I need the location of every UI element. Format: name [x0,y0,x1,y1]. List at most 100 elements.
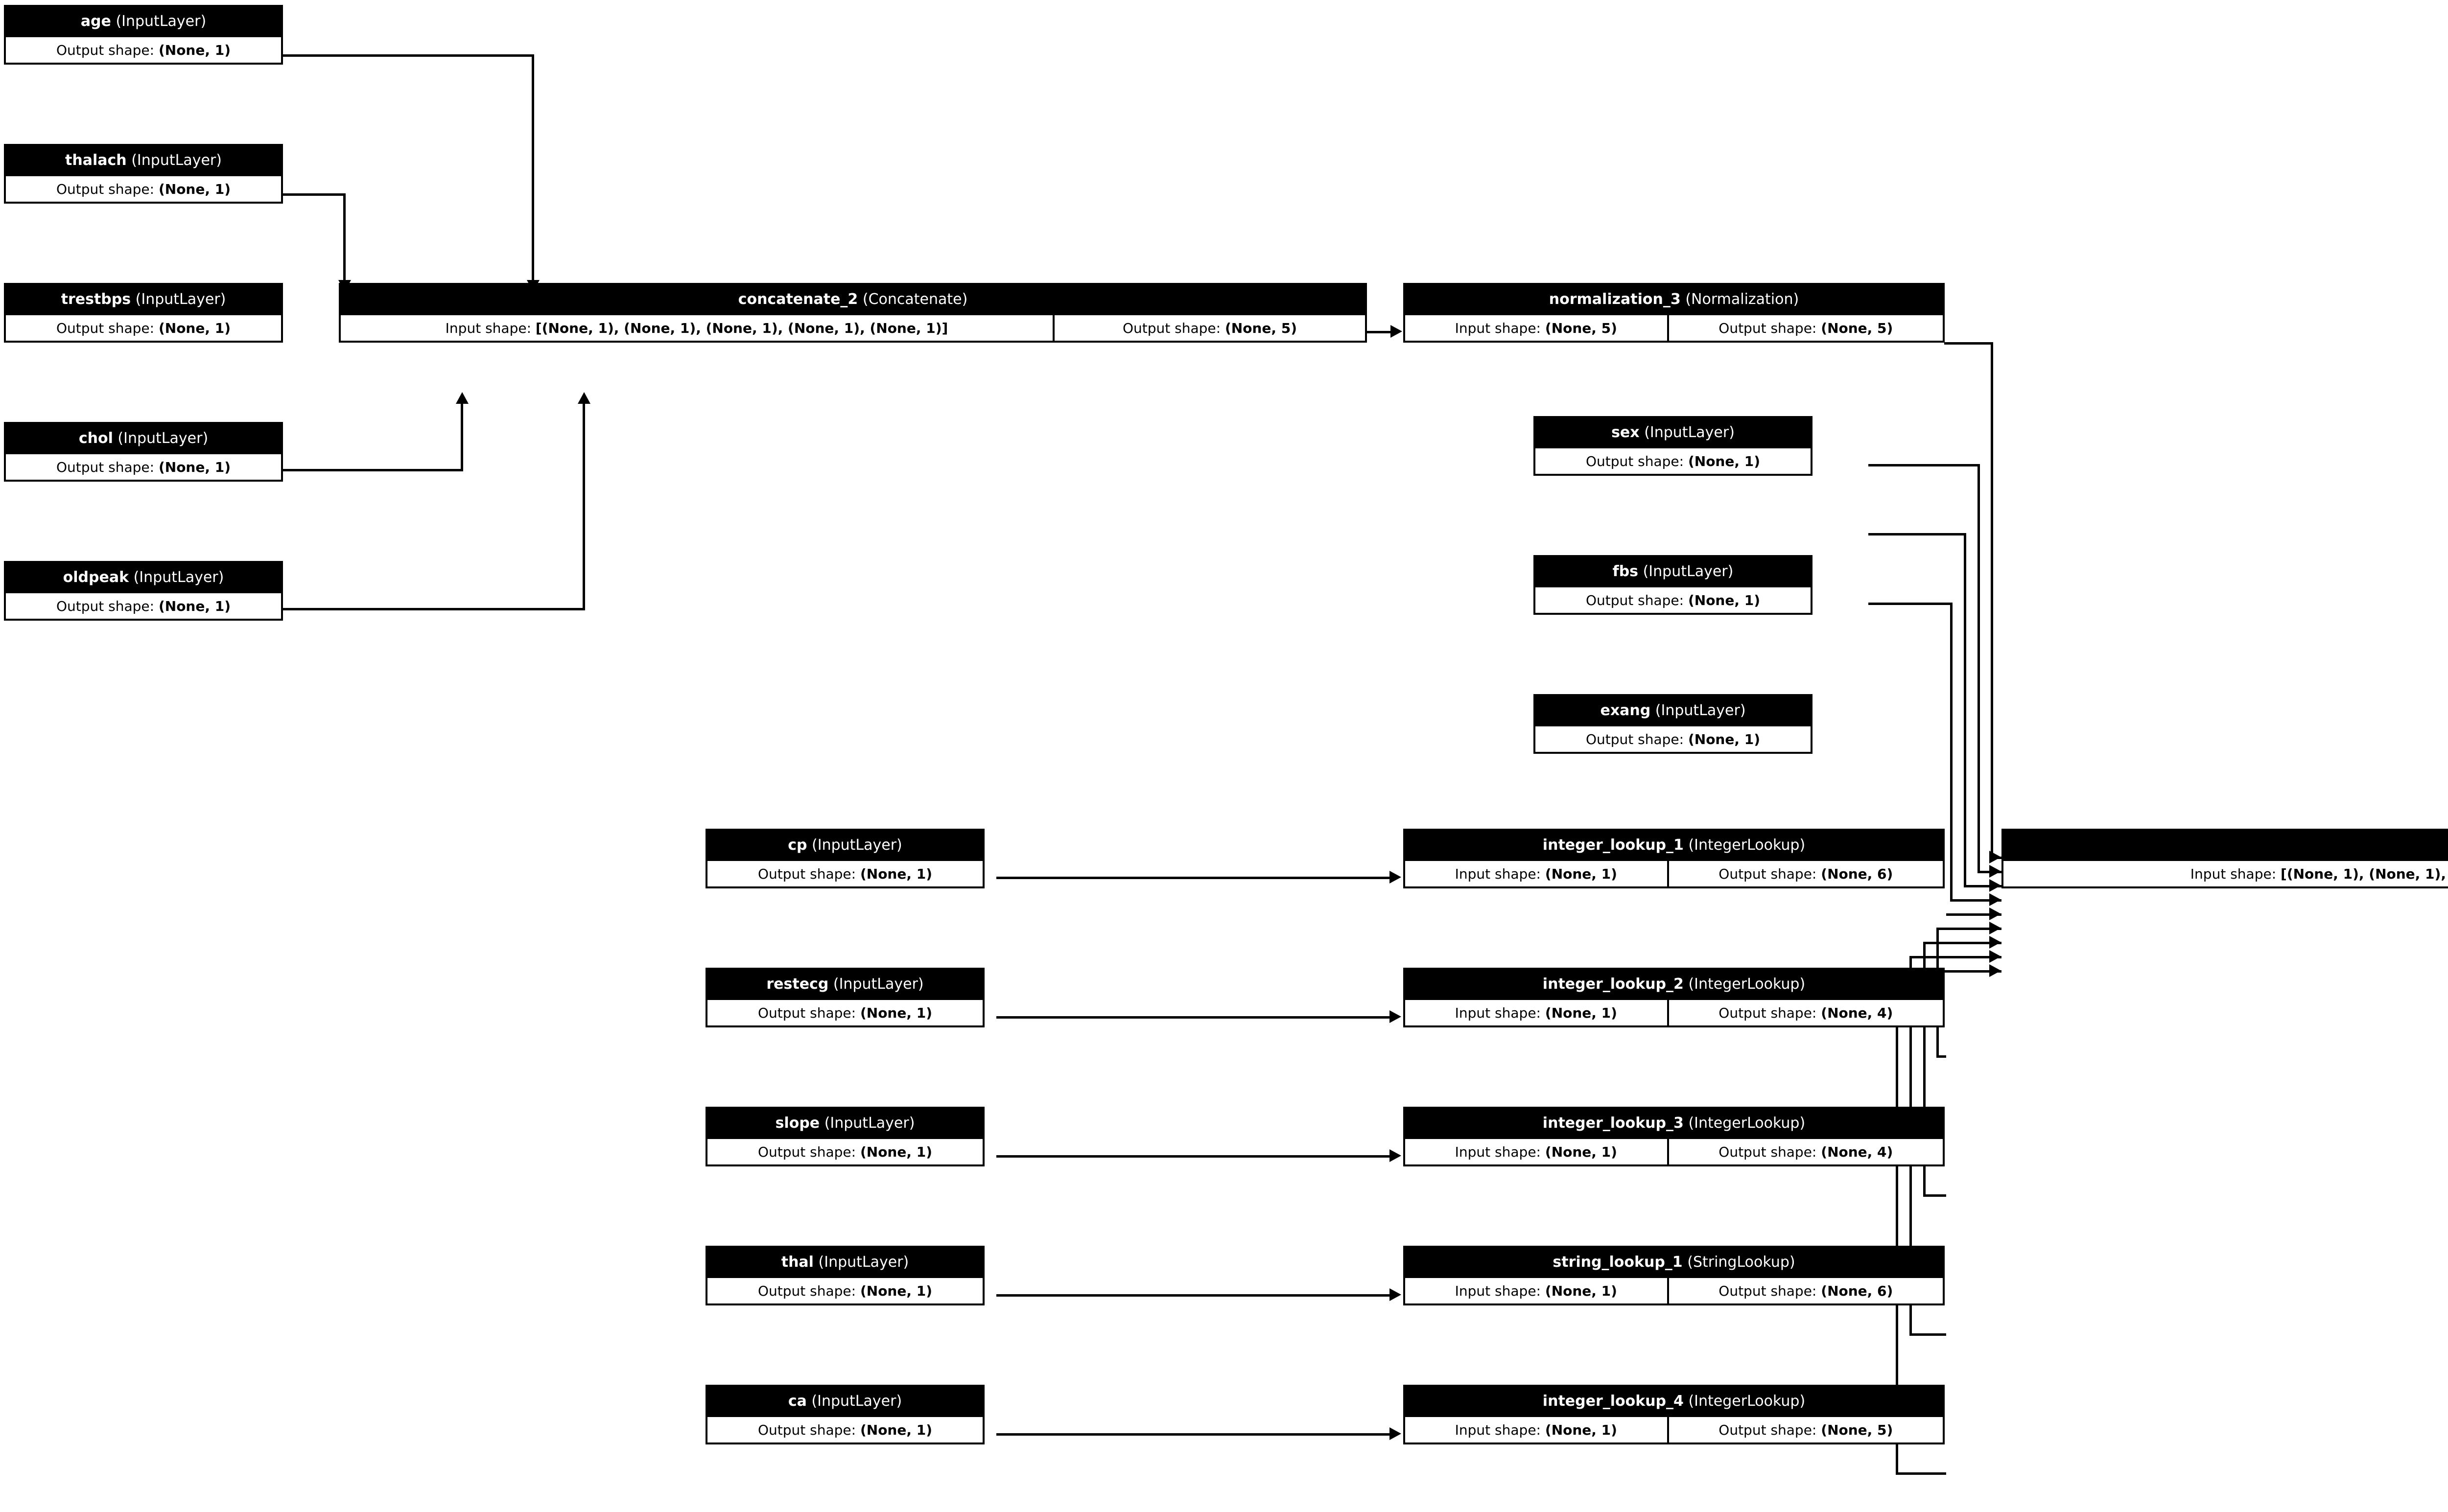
node-normalization-3-input-cell: Input shape: (None, 5) [1405,315,1667,341]
node-sex-type: (InputLayer) [1644,423,1735,441]
node-trestbps[interactable]: trestbps (InputLayer) Output shape: (Non… [4,283,283,343]
edge-exang-arrowhead [1989,893,2001,906]
node-chol[interactable]: chol (InputLayer) Output shape: (None, 1… [4,422,283,482]
node-concatenate-2-name: concatenate_2 [738,290,858,308]
edge-ca-h [996,1433,1390,1436]
edge-thal-arrowhead [1389,1288,1401,1301]
node-integer-lookup-3-title: integer_lookup_3 (IntegerLookup) [1405,1109,1943,1137]
edge-thal-h [996,1294,1390,1297]
node-thalach-output-value: (None, 1) [158,181,231,197]
node-thalach-title: thalach (InputLayer) [6,146,281,174]
edge-il2-h2 [1936,928,2001,930]
node-thal[interactable]: thal (InputLayer) Output shape: (None, 1… [706,1246,985,1305]
edge-il3-h1 [1923,1194,1946,1197]
node-thal-output-cell: Output shape: (None, 1) [707,1278,983,1303]
edge-il1-arrowhead [1989,907,2001,920]
node-oldpeak[interactable]: oldpeak (InputLayer) Output shape: (None… [4,561,283,621]
node-integer-lookup-1-type: (IntegerLookup) [1688,836,1806,854]
node-chol-name: chol [78,429,113,447]
node-integer-lookup-3[interactable]: integer_lookup_3 (IntegerLookup) Input s… [1403,1107,1945,1166]
node-chol-shapes: Output shape: (None, 1) [6,452,281,480]
edge-age-h [65,54,534,57]
node-chol-title: chol (InputLayer) [6,424,281,452]
node-slope-output-cell: Output shape: (None, 1) [707,1139,983,1164]
node-trestbps-shapes: Output shape: (None, 1) [6,313,281,341]
node-cp[interactable]: cp (InputLayer) Output shape: (None, 1) [706,829,985,888]
node-integer-lookup-1-title: integer_lookup_1 (IntegerLookup) [1405,831,1943,859]
node-exang[interactable]: exang (InputLayer) Output shape: (None, … [1533,694,1812,754]
node-age[interactable]: age (InputLayer) Output shape: (None, 1) [4,5,283,65]
node-fbs-shapes: Output shape: (None, 1) [1535,585,1811,613]
edge-sex-arrowhead [1989,865,2001,878]
edge-il4-v [1896,970,1898,1475]
node-ca[interactable]: ca (InputLayer) Output shape: (None, 1) [706,1385,985,1444]
node-restecg-shapes: Output shape: (None, 1) [707,998,983,1025]
node-slope[interactable]: slope (InputLayer) Output shape: (None, … [706,1107,985,1166]
node-integer-lookup-2-type: (IntegerLookup) [1688,975,1806,993]
edge-sex-v [1977,464,1980,872]
node-string-lookup-1-name: string_lookup_1 [1553,1253,1683,1271]
input-shape-label: Input shape: [1455,1004,1541,1021]
node-integer-lookup-3-input-value: (None, 1) [1545,1143,1617,1160]
node-thal-title: thal (InputLayer) [707,1248,983,1276]
node-fbs-title: fbs (InputLayer) [1535,557,1811,585]
node-sex[interactable]: sex (InputLayer) Output shape: (None, 1) [1533,416,1812,476]
node-integer-lookup-1-output-cell: Output shape: (None, 6) [1667,861,1943,886]
edge-il4-h1 [1896,1472,1946,1475]
node-integer-lookup-1[interactable]: integer_lookup_1 (IntegerLookup) Input s… [1403,829,1945,888]
input-shape-label: Input shape: [1455,320,1541,336]
output-shape-label: Output shape: [757,1421,856,1438]
node-oldpeak-shapes: Output shape: (None, 1) [6,591,281,619]
node-restecg-output-cell: Output shape: (None, 1) [707,1000,983,1025]
node-integer-lookup-2[interactable]: integer_lookup_2 (IntegerLookup) Input s… [1403,968,1945,1027]
node-sex-output-cell: Output shape: (None, 1) [1535,448,1811,474]
node-integer-lookup-2-shapes: Input shape: (None, 1) Output shape: (No… [1405,998,1943,1025]
output-shape-label: Output shape: [1718,1282,1817,1299]
node-fbs-output-value: (None, 1) [1688,592,1761,608]
node-concatenate-2-shapes: Input shape: [(None, 1), (None, 1), (Non… [341,313,1365,341]
edge-sl1-arrowhead [1989,950,2001,963]
node-ca-output-value: (None, 1) [860,1421,933,1438]
node-normalization-3-input-value: (None, 5) [1545,320,1617,336]
node-integer-lookup-2-name: integer_lookup_2 [1542,975,1684,993]
node-concatenate-2[interactable]: concatenate_2 (Concatenate) Input shape:… [339,283,1367,343]
node-restecg-name: restecg [766,975,829,993]
edge-slope-h [996,1155,1390,1158]
node-thal-type: (InputLayer) [818,1253,909,1271]
node-thalach-shapes: Output shape: (None, 1) [6,174,281,202]
output-shape-label: Output shape: [1718,1421,1817,1438]
node-restecg[interactable]: restecg (InputLayer) Output shape: (None… [706,968,985,1027]
output-shape-label: Output shape: [1718,320,1817,336]
node-string-lookup-1-output-value: (None, 6) [1821,1282,1893,1299]
node-cp-output-value: (None, 1) [860,865,933,882]
output-shape-label: Output shape: [1585,592,1684,608]
node-integer-lookup-2-output-cell: Output shape: (None, 4) [1667,1000,1943,1025]
input-shape-label: Input shape: [1455,1421,1541,1438]
node-fbs-name: fbs [1612,562,1639,580]
edge-sl1-h1 [1909,1333,1946,1336]
edge-chol-arrowhead [456,392,469,404]
input-shape-label: Input shape: [445,320,531,336]
node-ca-shapes: Output shape: (None, 1) [707,1415,983,1442]
node-integer-lookup-4[interactable]: integer_lookup_4 (IntegerLookup) Input s… [1403,1385,1945,1444]
node-concatenate-3-input-cell: Input shape: [(None, 1), (None, 1), (Non… [2003,861,2448,886]
node-age-name: age [80,12,111,30]
edge-il3-arrowhead [1989,936,2001,949]
node-thalach-type: (InputLayer) [131,151,222,169]
node-fbs[interactable]: fbs (InputLayer) Output shape: (None, 1) [1533,555,1812,615]
node-restecg-type: (InputLayer) [833,975,924,993]
node-normalization-3[interactable]: normalization_3 (Normalization) Input sh… [1403,283,1945,343]
node-integer-lookup-4-input-cell: Input shape: (None, 1) [1405,1417,1667,1442]
node-thalach[interactable]: thalach (InputLayer) Output shape: (None… [4,144,283,204]
node-concatenate-3[interactable]: concatenate_3 (Concatenate) Input shape:… [2001,829,2448,888]
node-integer-lookup-4-name: integer_lookup_4 [1542,1392,1684,1410]
edge-ca-arrowhead [1389,1427,1401,1440]
node-string-lookup-1[interactable]: string_lookup_1 (StringLookup) Input sha… [1403,1246,1945,1305]
node-concatenate-2-title: concatenate_2 (Concatenate) [341,285,1365,313]
node-exang-type: (InputLayer) [1655,701,1746,719]
node-concatenate-2-input-cell: Input shape: [(None, 1), (None, 1), (Non… [341,315,1053,341]
node-string-lookup-1-output-cell: Output shape: (None, 6) [1667,1278,1943,1303]
node-slope-output-value: (None, 1) [860,1143,933,1160]
node-integer-lookup-2-input-cell: Input shape: (None, 1) [1405,1000,1667,1025]
node-integer-lookup-4-shapes: Input shape: (None, 1) Output shape: (No… [1405,1415,1943,1442]
